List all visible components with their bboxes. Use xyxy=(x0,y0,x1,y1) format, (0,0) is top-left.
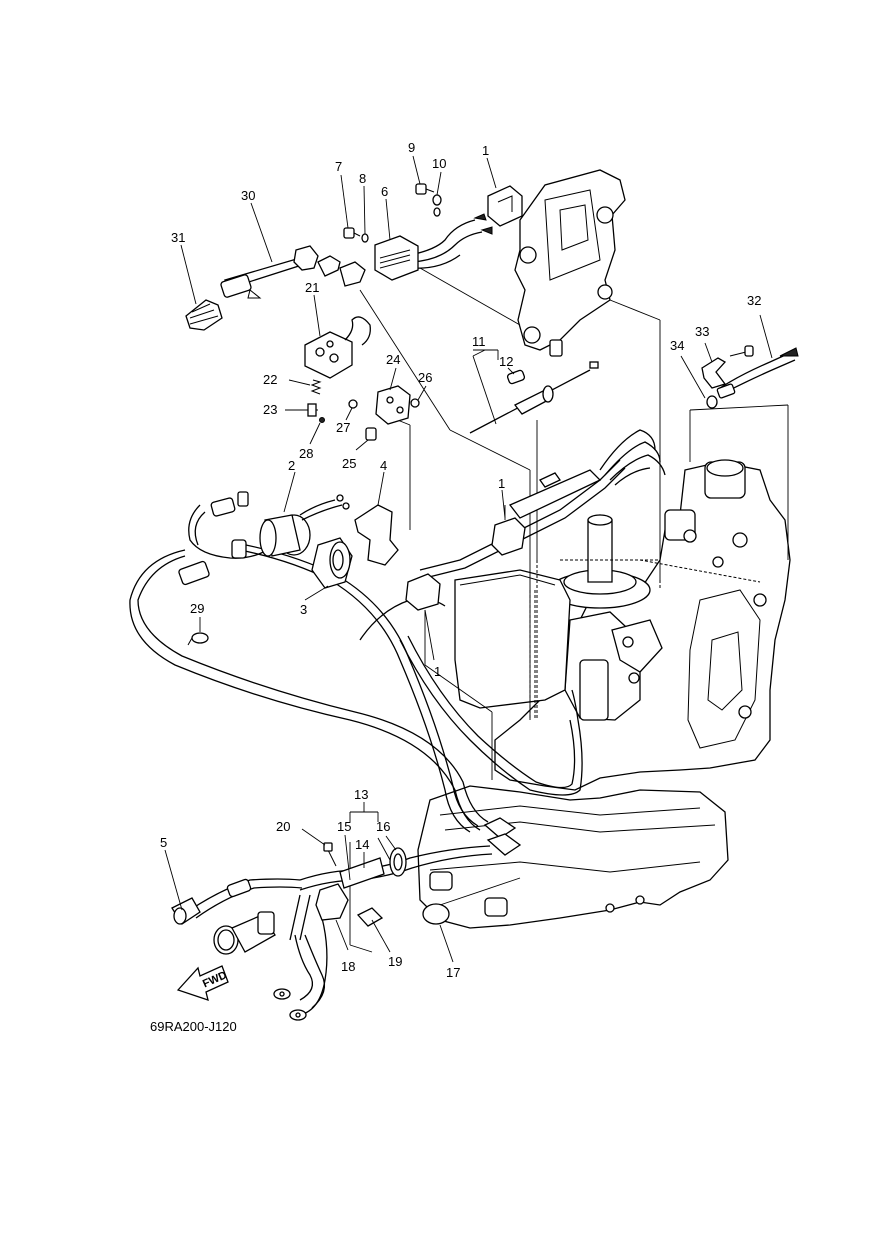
callout-9: 9 xyxy=(408,140,415,155)
callout-13: 13 xyxy=(354,787,368,802)
callout-6: 6 xyxy=(381,184,388,199)
callout-25: 25 xyxy=(342,456,356,471)
callout-23: 23 xyxy=(263,402,277,417)
callout-18: 18 xyxy=(341,959,355,974)
callout-11: 11 xyxy=(472,334,486,349)
part-10-washer xyxy=(432,194,442,217)
part-1-clip-mid xyxy=(491,517,526,556)
callout-24: 24 xyxy=(386,352,400,367)
part-7-bolt xyxy=(343,227,361,239)
part-8-washer xyxy=(361,233,369,243)
bracket-assembly xyxy=(514,169,626,357)
main-connector-plug xyxy=(213,911,276,955)
part-34-grommet xyxy=(706,395,718,409)
part-2-relay xyxy=(237,491,350,557)
part-16-grommet xyxy=(389,847,407,877)
callout-1: 1 xyxy=(434,664,441,679)
callout-labels: 1 1 1 2 3 4 5 6 7 8 9 10 11 12 13 14 15 … xyxy=(160,140,761,980)
part-22-spring xyxy=(310,379,322,395)
part-6-rectifier xyxy=(374,235,419,281)
callout-10: 10 xyxy=(432,156,446,171)
callout-30: 30 xyxy=(241,188,255,203)
callout-17: 17 xyxy=(446,965,460,980)
callout-leaders xyxy=(164,155,773,963)
callout-20: 20 xyxy=(276,819,290,834)
callout-33: 33 xyxy=(695,324,709,339)
part-4-cover xyxy=(354,504,399,566)
part-20-screw xyxy=(323,842,337,867)
terminal-end xyxy=(480,226,493,235)
part-19-pad xyxy=(356,907,384,927)
part-26-screw xyxy=(410,398,420,408)
engine-block xyxy=(417,459,791,929)
callout-4: 4 xyxy=(380,458,387,473)
callout-3: 3 xyxy=(300,602,307,617)
callout-32: 32 xyxy=(747,293,761,308)
harness-tube xyxy=(508,469,602,519)
callout-7: 7 xyxy=(335,159,342,174)
part-25-grommet xyxy=(365,427,377,441)
callout-15: 15 xyxy=(337,819,351,834)
part-18-clamp xyxy=(315,883,349,921)
clip-part xyxy=(339,261,366,287)
terminal-end xyxy=(473,213,487,221)
harness-connectors xyxy=(178,497,247,586)
diagram-code: 69RA200-J120 xyxy=(150,1019,237,1034)
part-30-choke-knob xyxy=(220,245,319,299)
callout-14: 14 xyxy=(355,837,369,852)
part-32-connector xyxy=(716,347,799,399)
callout-21: 21 xyxy=(305,280,319,295)
callout-1: 1 xyxy=(498,476,505,491)
callout-8: 8 xyxy=(359,171,366,186)
part-21-switch xyxy=(304,316,371,379)
callout-26: 26 xyxy=(418,370,432,385)
callout-28: 28 xyxy=(299,446,313,461)
part-1-clip xyxy=(487,185,523,227)
callout-22: 22 xyxy=(263,372,277,387)
part-28-ball xyxy=(319,417,325,423)
callout-31: 31 xyxy=(171,230,185,245)
part-3-boot xyxy=(311,537,353,589)
callout-1: 1 xyxy=(482,143,489,158)
part-29-clip xyxy=(187,632,209,646)
part-31-boot xyxy=(185,299,223,331)
part-27-screw xyxy=(348,399,358,409)
part-11-cable xyxy=(469,361,599,434)
callout-29: 29 xyxy=(190,601,204,616)
callout-19: 19 xyxy=(388,954,402,969)
part-12-pin xyxy=(506,369,526,385)
part-24-plate xyxy=(375,385,411,425)
callout-16: 16 xyxy=(376,819,390,834)
callout-2: 2 xyxy=(288,458,295,473)
wire-harness xyxy=(129,219,796,1016)
callout-12: 12 xyxy=(499,354,513,369)
fwd-arrow-icon: FWD xyxy=(176,965,229,1001)
part-33-clamp xyxy=(701,345,754,389)
part-23-pin xyxy=(300,403,318,417)
clip-part xyxy=(317,255,341,277)
part-5-cable xyxy=(171,878,252,925)
part-14-sleeve xyxy=(339,857,385,889)
part-9-bolt xyxy=(415,183,435,195)
part-17-cap xyxy=(422,903,450,925)
battery-terminals xyxy=(273,988,307,1021)
callout-34: 34 xyxy=(670,338,684,353)
callout-5: 5 xyxy=(160,835,167,850)
part-1-clip-low xyxy=(405,573,441,611)
callout-27: 27 xyxy=(336,420,350,435)
